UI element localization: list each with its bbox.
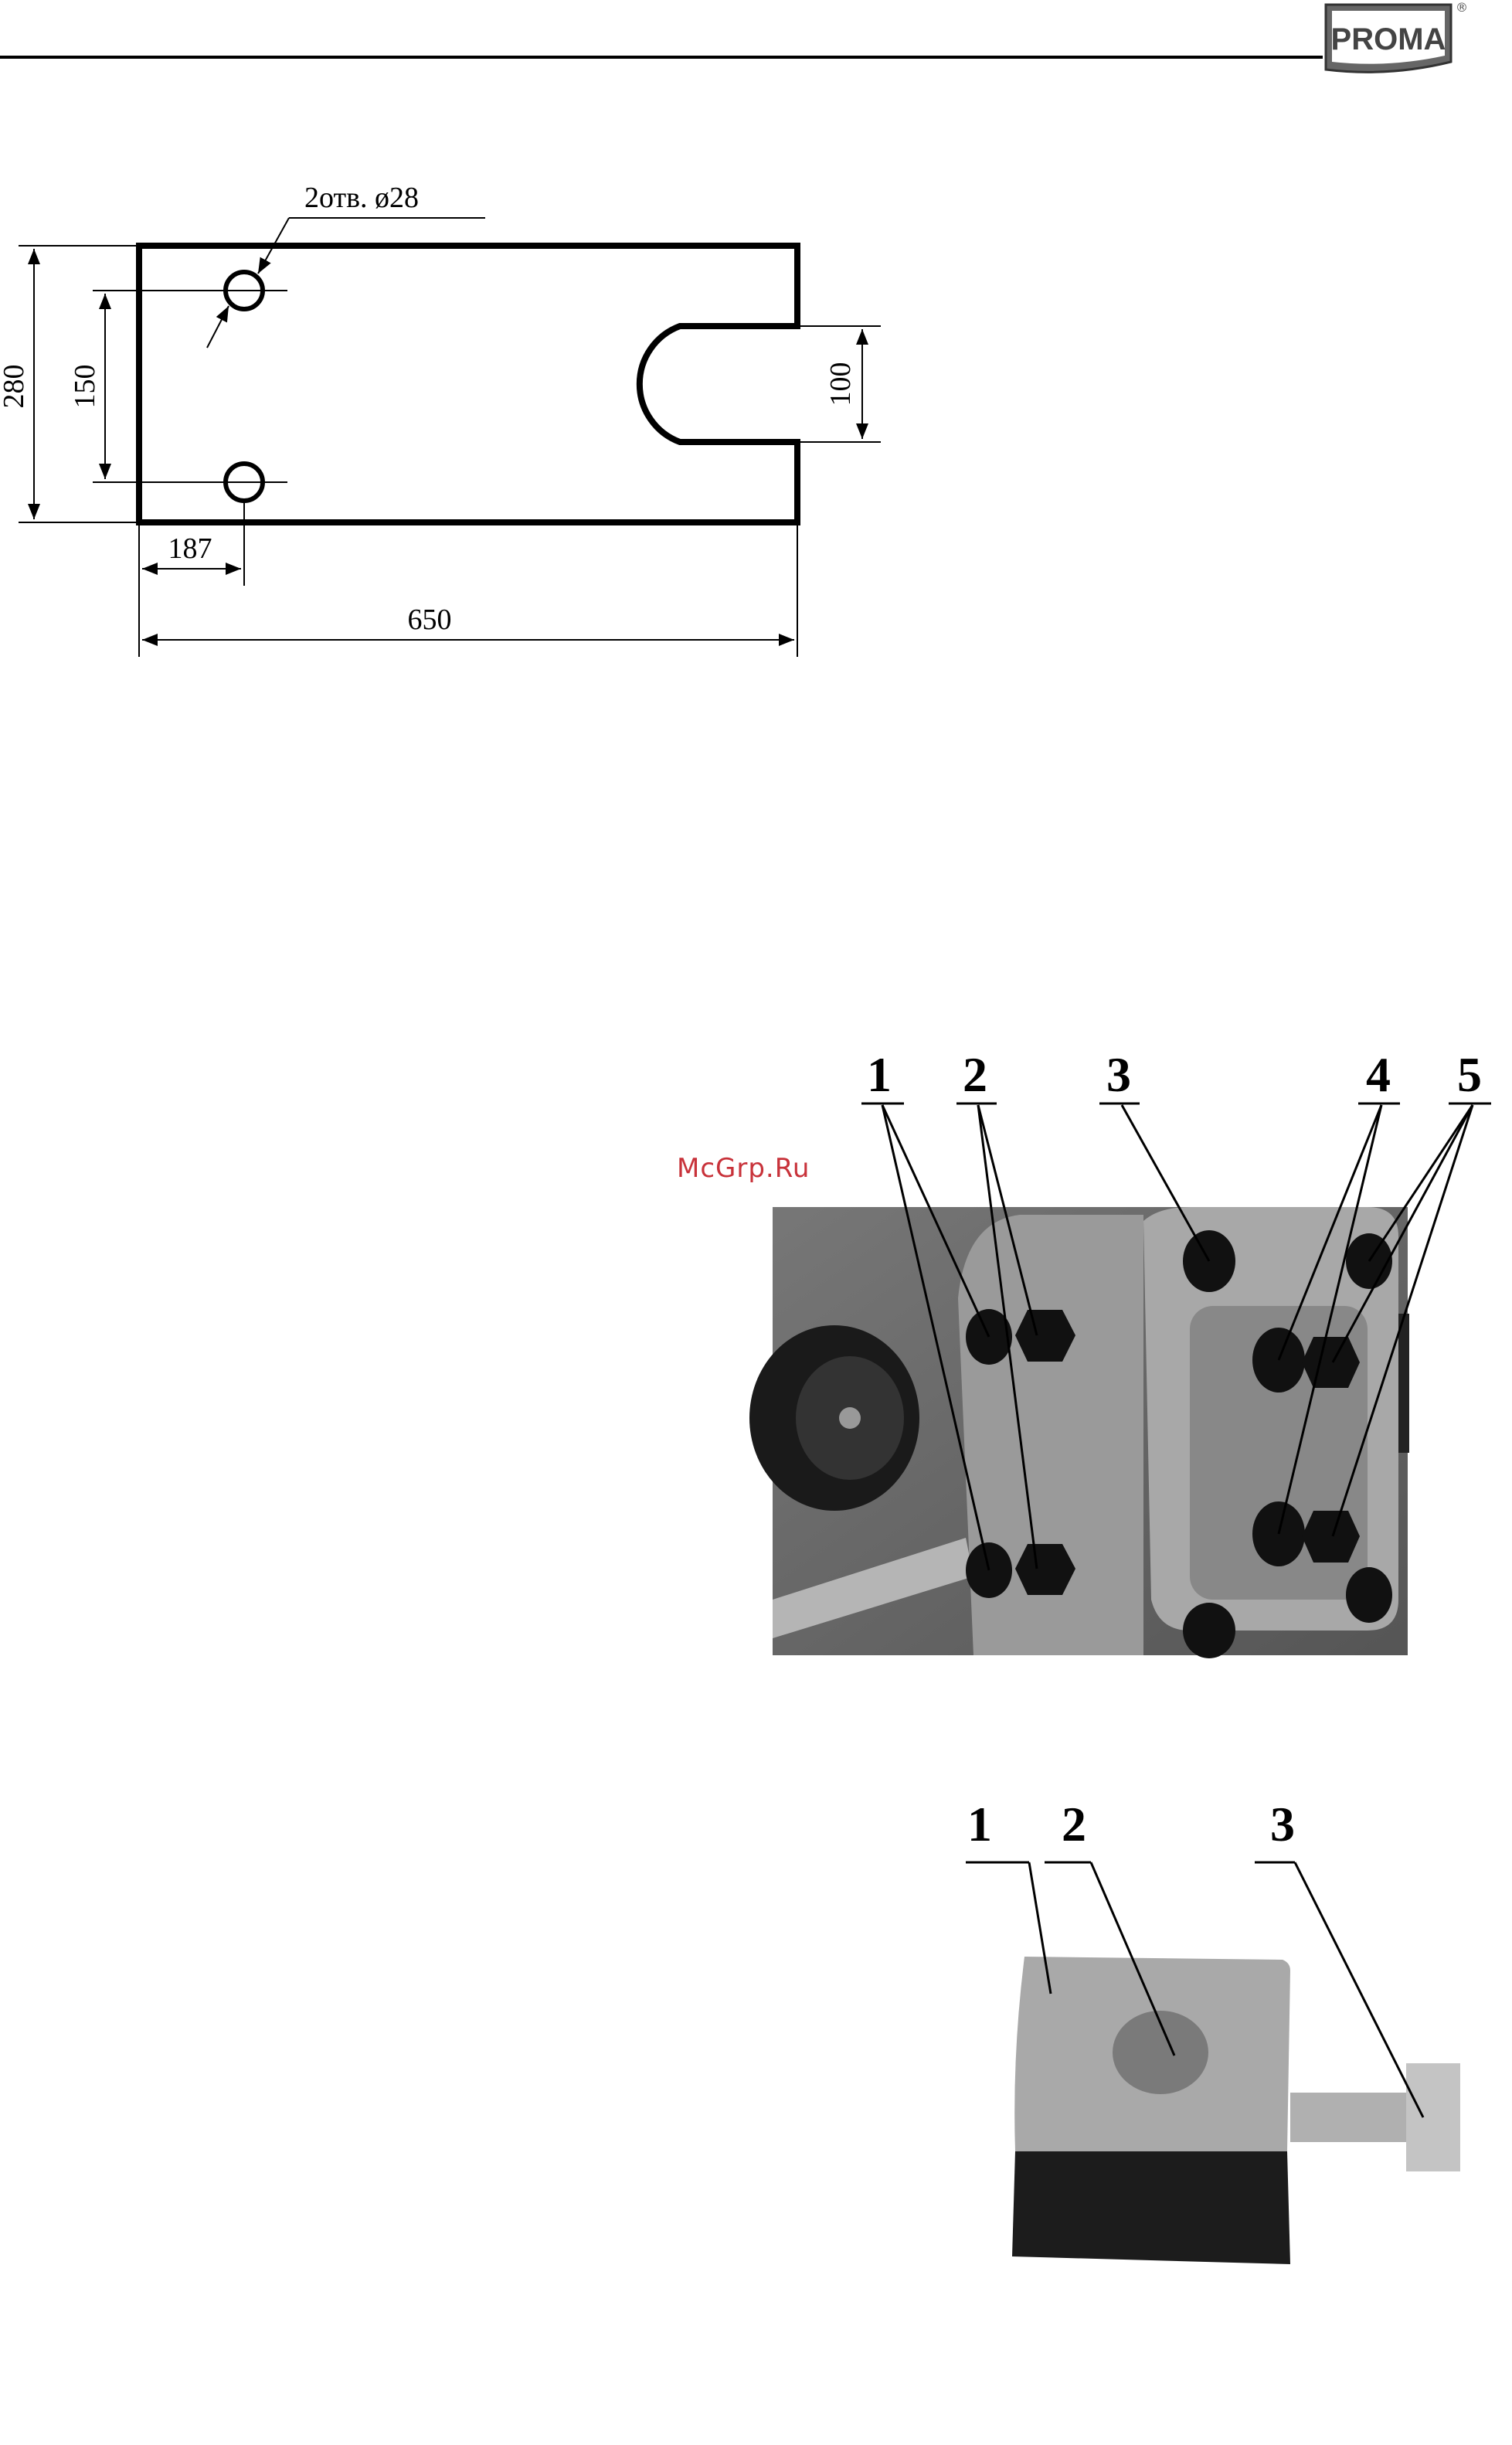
dim-hole-offset: 187: [168, 532, 212, 565]
dim-slot-width: 100: [824, 362, 857, 406]
registered-mark: ®: [1456, 0, 1468, 15]
watermark: McGrp.Ru: [677, 1153, 810, 1184]
block-side: [1012, 2151, 1290, 2264]
callout-1: 1: [867, 1047, 892, 1102]
logo-text: PROMA: [1331, 22, 1446, 56]
callout-3: 3: [1106, 1047, 1131, 1102]
callout-1: 1: [967, 1801, 992, 1852]
dim-length: 650: [408, 604, 452, 636]
header-rule: [0, 56, 1323, 59]
callout-2: 2: [963, 1047, 987, 1102]
callout-2: 2: [1062, 1801, 1086, 1852]
hole-note: 2отв. ø28: [304, 182, 419, 214]
callout-4: 4: [1366, 1047, 1391, 1102]
screw-head: [1406, 2063, 1460, 2171]
callout-3: 3: [1270, 1801, 1295, 1852]
dim-height: 280: [0, 365, 30, 409]
screw-shank: [1290, 2093, 1414, 2142]
technical-drawing: 2отв. ø28 280 150 100 187 650: [0, 162, 896, 665]
gearbox-bolts-photo: 1 2 3 4 5: [634, 1043, 1512, 1669]
clamp-block-photo: 1 2 3: [950, 1801, 1491, 2295]
plate-outline: [139, 246, 797, 522]
callout-5: 5: [1457, 1047, 1482, 1102]
proma-logo: PROMA: [1323, 0, 1454, 77]
dim-hole-spacing: 150: [69, 365, 101, 409]
